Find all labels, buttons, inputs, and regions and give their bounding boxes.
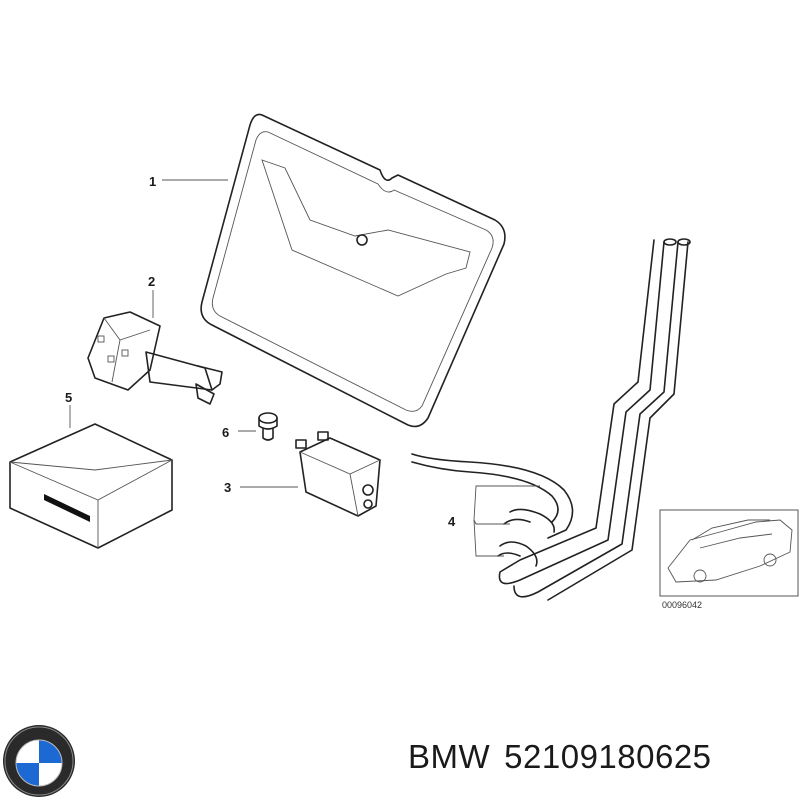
leader-lines xyxy=(69,179,540,557)
car-location-thumbnail: 00096042 xyxy=(659,509,799,610)
part-3-control-unit xyxy=(295,431,381,517)
part-6-bolt xyxy=(258,412,278,441)
part-5-package-box xyxy=(9,423,173,549)
callout-2: 2 xyxy=(148,274,155,289)
brand-name: BMW xyxy=(408,738,491,775)
part-2-pump xyxy=(87,311,223,405)
part-number: 52109180625 xyxy=(504,738,712,775)
brand-part-number-line: BMW 52109180625 xyxy=(408,738,726,776)
callout-5: 5 xyxy=(65,390,72,405)
callout-3: 3 xyxy=(224,480,231,495)
callout-1: 1 xyxy=(149,174,156,189)
bmw-roundel-icon xyxy=(3,725,75,797)
part-1-trim-panel xyxy=(200,113,506,428)
part-4-hose-set xyxy=(411,238,691,601)
diagram-reference-number: 00096042 xyxy=(662,600,702,610)
callout-4: 4 xyxy=(448,514,456,529)
callout-6: 6 xyxy=(222,425,229,440)
